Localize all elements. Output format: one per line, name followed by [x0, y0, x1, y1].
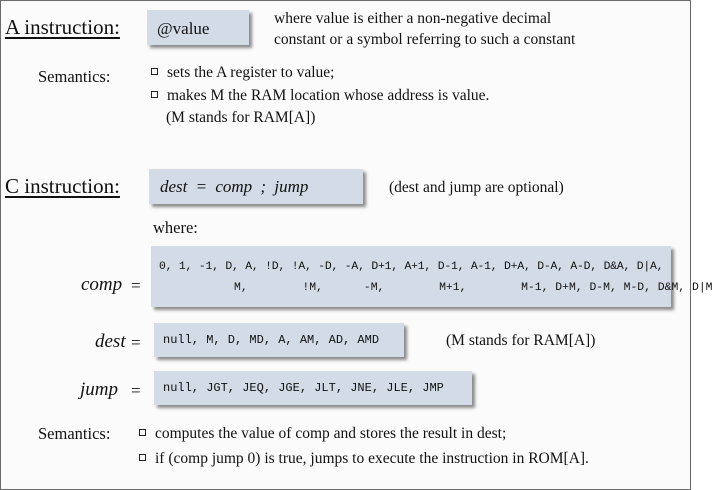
dest-label: dest: [95, 331, 126, 352]
comp-box: [151, 246, 671, 307]
a-desc-line2: constant or a symbol referring to such a…: [274, 31, 576, 48]
jump-values: null, JGT, JEQ, JGE, JLT, JNE, JLE, JMP: [163, 381, 444, 395]
jump-box: [154, 371, 472, 405]
bullet-icon: [139, 428, 146, 436]
c-bullet-1-text: computes the value of comp and stores th…: [155, 425, 507, 442]
dest-box: [154, 323, 404, 357]
a-semantics-label: Semantics:: [38, 67, 111, 86]
comp-row-2: M, !M, -M, M+1, M-1, D+M, D-M, M-D, D&M,…: [234, 282, 713, 294]
bullet-icon: [151, 67, 158, 75]
c-syntax-box: [149, 169, 363, 204]
c-bullet-2: if (comp jump 0) is true, jumps to execu…: [139, 450, 589, 468]
a-bullet-2: makes M the RAM location whose address i…: [151, 87, 489, 105]
c-bullet-2-text: if (comp jump 0) is true, jumps to execu…: [155, 450, 589, 467]
bullet-icon: [139, 453, 146, 461]
a-bullet-2-text: makes M the RAM location whose address i…: [167, 87, 490, 104]
a-syntax-text: @value: [157, 19, 210, 38]
dest-values: null, M, D, MD, A, AM, AD, AMD: [163, 333, 380, 347]
c-bullet-1: computes the value of comp and stores th…: [139, 425, 506, 443]
bullet-icon: [151, 90, 158, 98]
comp-row-1: 0, 1, -1, D, A, !D, !A, -D, -A, D+1, A+1…: [159, 261, 664, 273]
where-label: where:: [153, 218, 198, 237]
c-instruction-heading: C instruction:: [5, 174, 120, 198]
a-desc-line1-text: where value is either a non-negative dec…: [274, 10, 552, 27]
a-bullet-1-text: sets the A register to value;: [167, 64, 335, 81]
jump-label: jump: [80, 379, 118, 400]
a-note: (M stands for RAM[A]): [166, 109, 316, 126]
c-semantics-label: Semantics:: [38, 424, 111, 443]
c-optional-note: (dest and jump are optional): [389, 179, 564, 196]
a-syntax-box: [147, 10, 249, 45]
a-desc-line1: where value is either a non-negative dec…: [274, 10, 551, 28]
a-bullet-1: sets the A register to value;: [151, 64, 334, 82]
comp-equals: =: [131, 276, 141, 295]
c-syntax: dest = comp ; jump: [160, 177, 309, 196]
dest-note: (M stands for RAM[A]): [446, 332, 596, 349]
a-syntax: @value: [157, 19, 209, 39]
comp-label: comp: [81, 274, 123, 295]
jump-equals: =: [131, 381, 141, 400]
a-instruction-heading: A instruction:: [5, 15, 120, 39]
dest-equals: =: [131, 333, 141, 352]
